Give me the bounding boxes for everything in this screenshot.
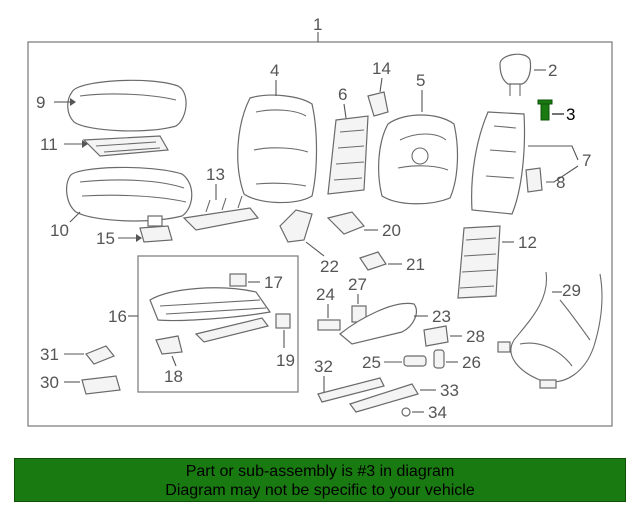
callout-7[interactable]: 7 bbox=[582, 151, 591, 170]
part-15-module[interactable] bbox=[139, 215, 173, 243]
callout-21[interactable]: 21 bbox=[406, 255, 425, 274]
part-9-cushion-pad[interactable] bbox=[67, 79, 187, 132]
part-14-clip[interactable] bbox=[367, 91, 389, 117]
part-7-back-structure[interactable] bbox=[471, 111, 526, 215]
callout-4[interactable]: 4 bbox=[270, 61, 279, 80]
callout-34[interactable]: 34 bbox=[428, 403, 447, 422]
part-13-bracket[interactable] bbox=[182, 195, 260, 231]
callout-20[interactable]: 20 bbox=[382, 221, 401, 240]
part-33-trim[interactable] bbox=[349, 383, 419, 413]
callout-8[interactable]: 8 bbox=[556, 173, 565, 192]
callout-15[interactable]: 15 bbox=[96, 229, 115, 248]
part-12-lumbar-mat[interactable] bbox=[457, 225, 501, 299]
callout-16[interactable]: 16 bbox=[108, 307, 127, 326]
info-banner: Part or sub-assembly is #3 in diagram Di… bbox=[14, 458, 626, 502]
callout-17[interactable]: 17 bbox=[264, 273, 283, 292]
callout-12[interactable]: 12 bbox=[518, 233, 537, 252]
part-6-back-panel[interactable] bbox=[327, 115, 369, 195]
callout-23[interactable]: 23 bbox=[432, 307, 451, 326]
part-22-side-trim[interactable] bbox=[279, 209, 313, 243]
part-34-screw[interactable] bbox=[401, 407, 411, 417]
callout-30[interactable]: 30 bbox=[40, 373, 59, 392]
callout-19[interactable]: 19 bbox=[276, 351, 295, 370]
callout-2[interactable]: 2 bbox=[548, 61, 557, 80]
part-2-headrest[interactable] bbox=[499, 53, 532, 96]
part-26-knob[interactable] bbox=[433, 349, 445, 369]
callout-9[interactable]: 9 bbox=[36, 93, 45, 112]
part-29-wiring-harness[interactable] bbox=[497, 271, 603, 389]
part-10-cushion-frame[interactable] bbox=[66, 166, 193, 222]
part-18-motor[interactable] bbox=[155, 335, 183, 355]
part-11-cushion-plate[interactable] bbox=[82, 135, 169, 157]
callout-13[interactable]: 13 bbox=[206, 165, 225, 184]
part-23-side-shield[interactable] bbox=[339, 302, 417, 345]
callout-28[interactable]: 28 bbox=[466, 327, 485, 346]
part-24-switch[interactable] bbox=[317, 319, 341, 331]
part-20-bracket[interactable] bbox=[326, 211, 366, 235]
part-3-headrest-guide[interactable] bbox=[537, 99, 553, 121]
callout-31[interactable]: 31 bbox=[40, 345, 59, 364]
part-5-back-frame[interactable] bbox=[378, 114, 459, 205]
part-25-knob[interactable] bbox=[403, 355, 427, 367]
callout-29[interactable]: 29 bbox=[562, 281, 581, 300]
callout-3[interactable]: 3 bbox=[566, 105, 575, 124]
callout-18[interactable]: 18 bbox=[164, 367, 183, 386]
banner-line-2: Diagram may not be specific to your vehi… bbox=[165, 482, 475, 499]
callout-14[interactable]: 14 bbox=[372, 59, 391, 78]
callout-10[interactable]: 10 bbox=[50, 221, 69, 240]
callout-22[interactable]: 22 bbox=[320, 257, 339, 276]
part-19-motor[interactable] bbox=[275, 313, 291, 329]
callout-11[interactable]: 11 bbox=[40, 135, 58, 154]
callout-27[interactable]: 27 bbox=[348, 275, 367, 294]
callout-5[interactable]: 5 bbox=[416, 71, 425, 90]
callout-1[interactable]: 1 bbox=[313, 15, 322, 34]
part-16-seat-adjuster[interactable] bbox=[149, 287, 272, 343]
part-21-clip[interactable] bbox=[359, 251, 387, 271]
callout-32[interactable]: 32 bbox=[314, 357, 333, 376]
part-8-side-module[interactable] bbox=[525, 167, 543, 193]
part-32-trim[interactable] bbox=[317, 377, 385, 403]
assembly-frame bbox=[27, 41, 613, 427]
part-30-bracket[interactable] bbox=[81, 375, 121, 395]
part-28-switch-panel[interactable] bbox=[423, 325, 449, 347]
adjuster-group-frame bbox=[137, 255, 299, 393]
callout-25[interactable]: 25 bbox=[362, 353, 381, 372]
callout-26[interactable]: 26 bbox=[462, 353, 481, 372]
banner-line-1: Part or sub-assembly is #3 in diagram bbox=[185, 463, 455, 480]
part-4-back-pad[interactable] bbox=[237, 94, 318, 204]
callout-24[interactable]: 24 bbox=[316, 285, 335, 304]
callout-6[interactable]: 6 bbox=[338, 85, 347, 104]
part-17-motor[interactable] bbox=[229, 273, 247, 287]
part-31-bracket[interactable] bbox=[85, 345, 115, 365]
seat-parts-diagram: 1 9 11 10 15 13 4 6 bbox=[27, 15, 613, 427]
callout-33[interactable]: 33 bbox=[440, 381, 459, 400]
